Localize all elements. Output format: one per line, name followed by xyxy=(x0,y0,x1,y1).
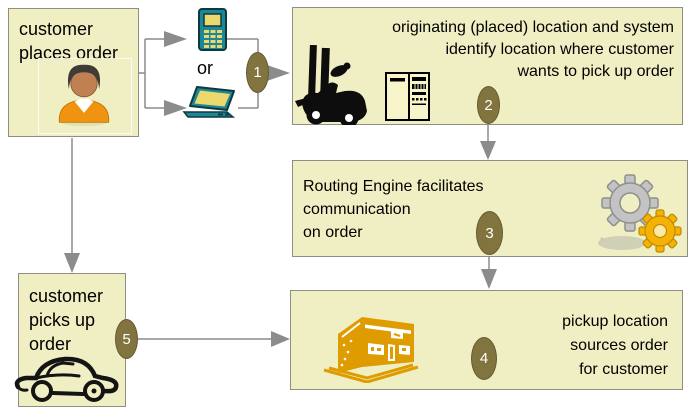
node-customer-places-order: customer places order xyxy=(8,8,139,137)
node-label-line: identify location where customer xyxy=(445,41,674,58)
arrowhead-to-pickup-location xyxy=(481,269,497,289)
node-label-line: picks up xyxy=(29,310,96,330)
store-building-icon xyxy=(321,307,421,384)
gears-icon xyxy=(594,169,686,257)
arrowhead-to-originating xyxy=(267,65,290,81)
person-icon xyxy=(38,58,132,134)
server-rack-icon xyxy=(385,72,430,122)
arrowhead-to-phone xyxy=(164,31,187,47)
node-label-line: customer xyxy=(19,19,94,39)
node-label-line: Routing Engine facilitates xyxy=(303,178,484,195)
node-routing-engine: Routing Engine facilitates communication… xyxy=(292,160,688,257)
arrowhead-to-picksup xyxy=(64,253,80,273)
step-badge-5: 5 xyxy=(115,319,138,359)
arrowhead-step5-into-pickup xyxy=(271,331,290,347)
car-icon xyxy=(13,349,125,405)
step-badge-2: 2 xyxy=(477,86,500,124)
node-label-line: sources order xyxy=(570,337,668,354)
mobile-phone-icon xyxy=(196,8,230,54)
node-label-line: wants to pick up order xyxy=(517,63,674,80)
or-connector-label: or xyxy=(196,58,213,78)
step-badge-1: 1 xyxy=(246,52,269,93)
node-customer-picks-up: customer picks up order xyxy=(14,273,126,407)
node-label-line: originating (placed) location and system xyxy=(392,19,674,36)
node-label-line: for customer xyxy=(579,361,668,378)
arrowhead-to-routing xyxy=(480,141,496,160)
node-label-line: pickup location xyxy=(562,313,668,330)
forklift-icon xyxy=(295,44,369,128)
node-label-line: order xyxy=(29,334,72,354)
step-badge-3: 3 xyxy=(476,211,503,255)
laptop-icon xyxy=(182,86,240,122)
node-label-line: on order xyxy=(303,224,363,241)
step-badge-4: 4 xyxy=(471,337,497,380)
node-label-line: communication xyxy=(303,201,411,218)
connector-order-channels xyxy=(139,38,166,109)
node-label-line: customer xyxy=(29,286,104,306)
